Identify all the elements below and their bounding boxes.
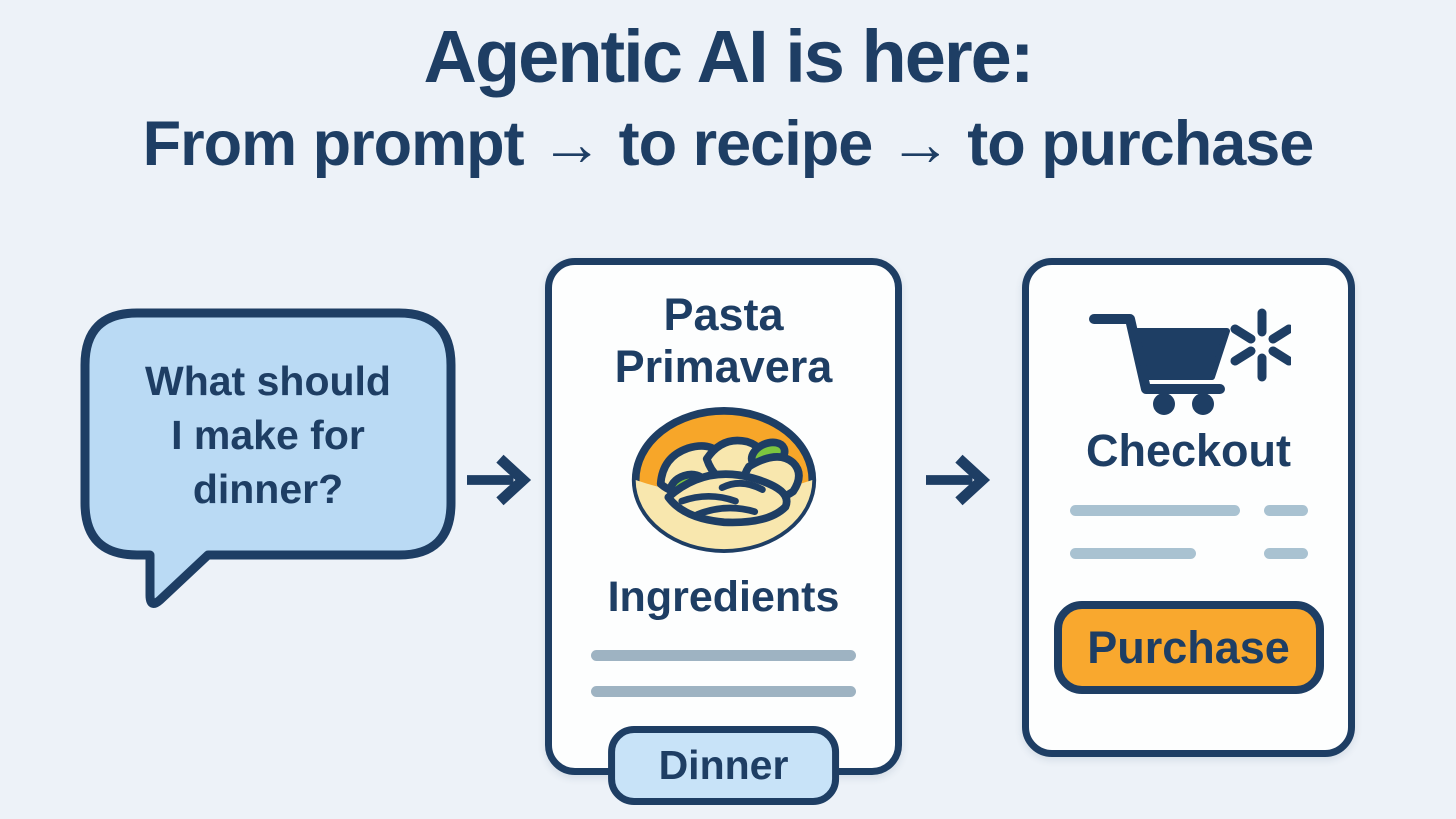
prompt-speech-bubble: What should I make for dinner? — [80, 308, 458, 616]
ingredients-heading: Ingredients — [607, 572, 840, 621]
checkout-card: Checkout Purchase — [1022, 258, 1355, 757]
speech-bubble-shape-icon — [80, 308, 456, 608]
page-title: Agentic AI is here: — [423, 15, 1035, 98]
placeholder-line — [1069, 505, 1240, 516]
arrow-recipe-to-checkout-icon — [926, 454, 991, 506]
recipe-card: Pasta Primavera Ingredients Dinner — [545, 258, 902, 805]
placeholder-line — [591, 685, 856, 697]
walmart-spark-icon — [1230, 308, 1291, 382]
order-line-row — [1069, 505, 1308, 516]
purchase-button[interactable]: Purchase — [1053, 601, 1324, 694]
order-line-row — [1069, 548, 1308, 559]
pasta-bowl-icon — [631, 406, 816, 553]
prompt-text: What should I make for dinner? — [145, 358, 391, 513]
placeholder-line — [1263, 548, 1308, 559]
checkout-heading: Checkout — [1085, 425, 1292, 476]
dinner-badge: Dinner — [607, 725, 840, 805]
arrow-prompt-to-recipe-icon — [467, 454, 532, 506]
page-subtitle: From prompt → to recipe → to purchase — [142, 109, 1315, 179]
placeholder-line — [591, 649, 856, 661]
placeholder-line — [1069, 548, 1196, 559]
cart-and-spark-group — [1089, 308, 1291, 415]
recipe-title: Pasta Primavera — [614, 289, 833, 392]
shopping-cart-icon — [1089, 314, 1230, 415]
placeholder-line — [1263, 505, 1308, 516]
